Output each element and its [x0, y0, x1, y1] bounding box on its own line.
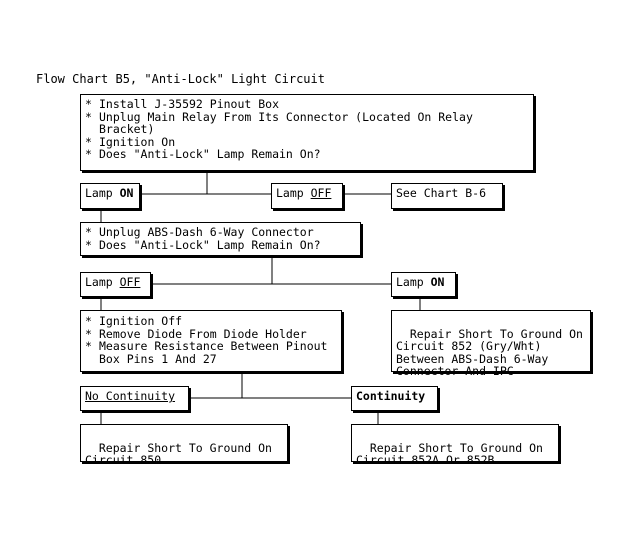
step1-item: *Ignition On — [85, 134, 176, 149]
lamp-off-label-2: Lamp OFF — [80, 272, 151, 297]
continuity-label: Continuity — [351, 386, 438, 411]
step1-item: *Install J-35592 Pinout Box — [85, 97, 280, 111]
lamp-on-label-2: Lamp ON — [391, 272, 456, 297]
step1-item: *Does "Anti-Lock" Lamp Remain On? — [85, 147, 321, 161]
step1-item: *Unplug Main Relay From Its Connector (L… — [85, 109, 473, 136]
lamp-off-label-1: Lamp OFF — [271, 183, 343, 209]
step1-box: *Install J-35592 Pinout Box *Unplug Main… — [80, 94, 534, 171]
chart-title: Flow Chart B5, "Anti-Lock" Light Circuit — [36, 72, 325, 86]
lamp-on-label-1: Lamp ON — [80, 183, 140, 209]
no-continuity-label: No Continuity — [80, 386, 189, 411]
step3-item: *Ignition Off — [85, 314, 183, 328]
repair-852-box: Repair Short To Ground On Circuit 852 (G… — [391, 310, 591, 377]
step3-box: *Ignition Off *Remove Diode From Diode H… — [80, 310, 342, 372]
step2-item: *Unplug ABS-Dash 6-Way Connector — [85, 225, 314, 239]
step3-item: *Measure Resistance Between Pinout Box P… — [85, 339, 328, 366]
see-chart-b6-box: See Chart B-6 — [391, 183, 503, 209]
step2-item: *Does "Anti-Lock" Lamp Remain On? — [85, 237, 321, 252]
repair-850-box: Repair Short To Ground On Circuit 850 — [80, 424, 288, 466]
step2-box: *Unplug ABS-Dash 6-Way Connector *Does "… — [80, 222, 361, 256]
step3-item: *Remove Diode From Diode Holder — [85, 326, 307, 341]
repair-852ab-box: Repair Short To Ground On Circuit 852A O… — [351, 424, 559, 466]
